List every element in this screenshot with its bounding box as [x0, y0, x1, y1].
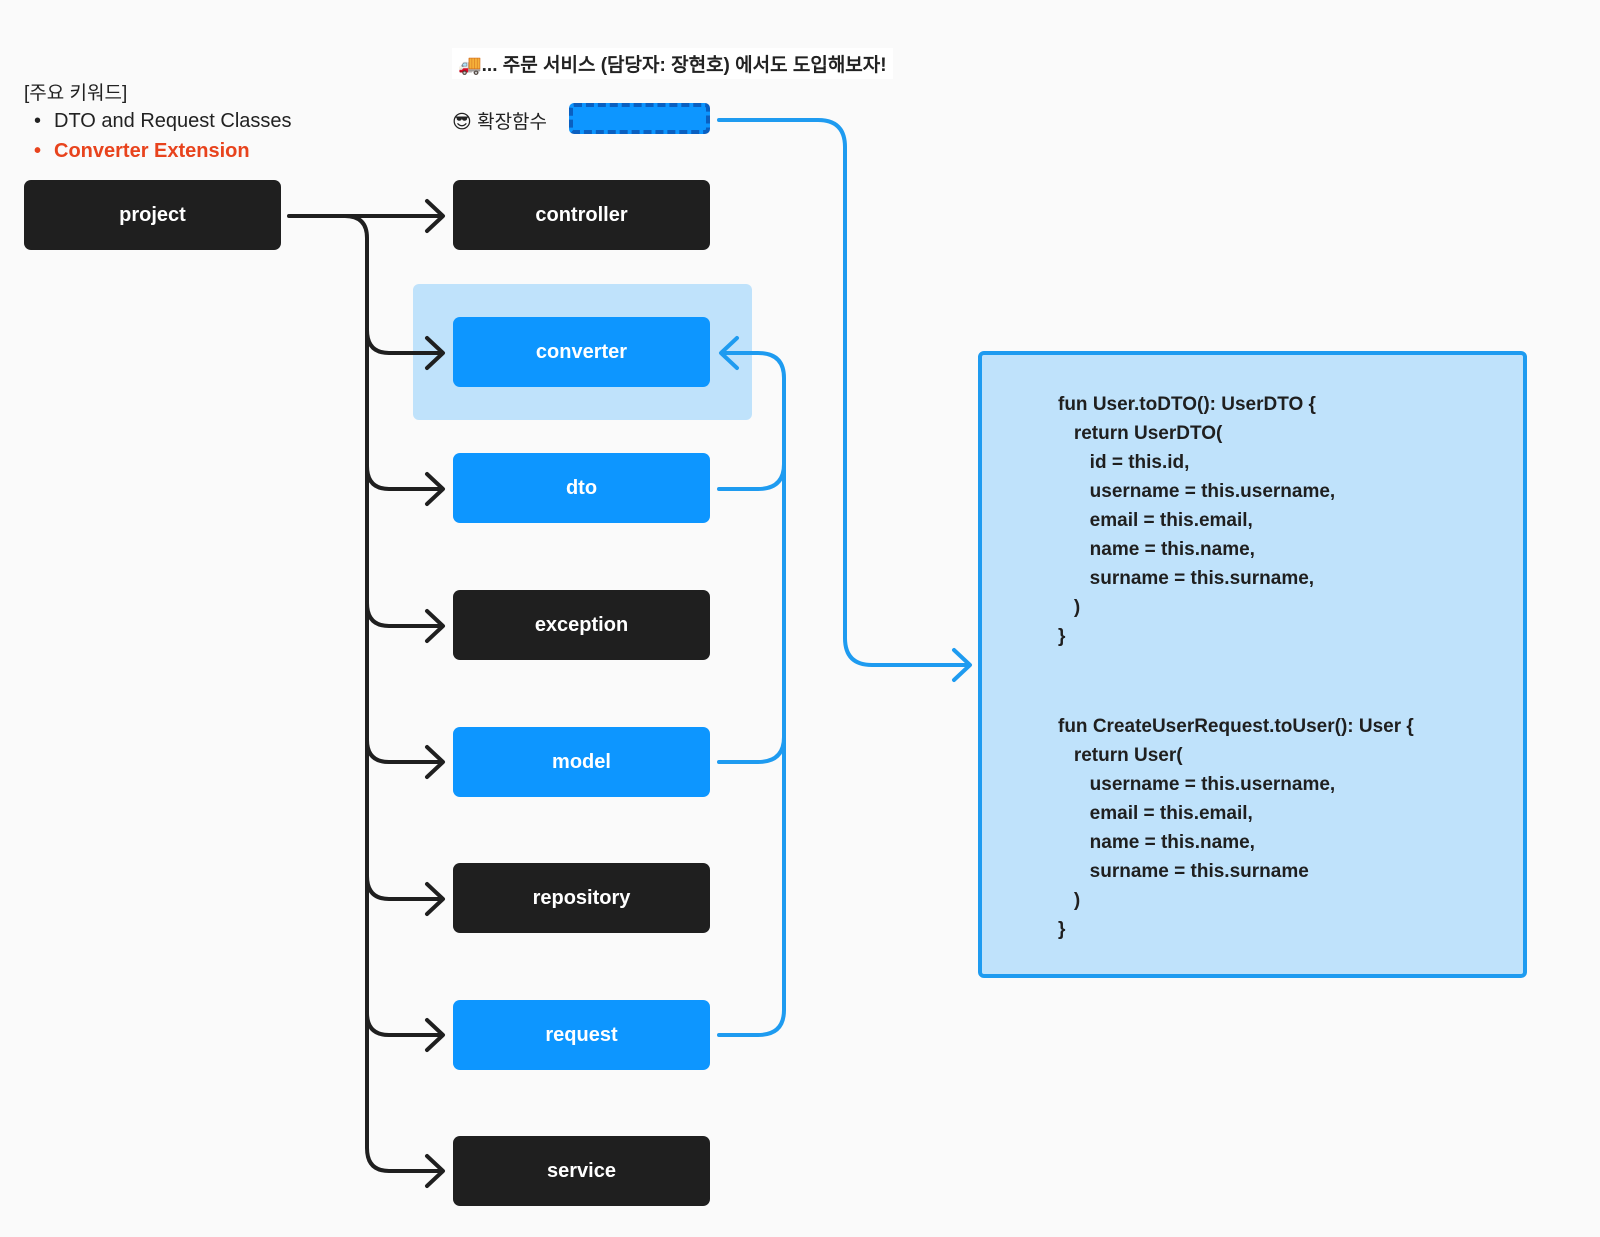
- package-node-label: controller: [535, 203, 628, 226]
- project-trunk-line: [287, 214, 444, 1173]
- branch-exception: [365, 601, 444, 628]
- branch-model: [365, 738, 444, 764]
- code-line: return UserDTO(: [1058, 423, 1223, 444]
- code-line: email = this.email,: [1058, 803, 1253, 824]
- extension-function-box: [569, 103, 710, 134]
- arrowhead-into-code-panel: [952, 648, 972, 682]
- keyword-list: DTO and Request Classes Converter Extens…: [34, 106, 292, 166]
- arrowhead-request: [425, 1018, 445, 1052]
- code-panel: fun User.toDTO(): UserDTO { return UserD…: [978, 351, 1527, 978]
- code-line: surname = this.surname,: [1058, 568, 1315, 589]
- code-line: id = this.id,: [1058, 452, 1190, 473]
- branch-request: [365, 1011, 444, 1037]
- arrowhead-repository: [425, 882, 445, 916]
- package-node-exception: exception: [453, 590, 710, 660]
- extension-function-label: 😎 확장함수: [452, 112, 548, 133]
- package-node-label: request: [545, 1023, 618, 1046]
- arrowhead-controller: [425, 199, 445, 233]
- arrowhead-model: [425, 745, 445, 779]
- announcement-text: 🚚... 주문 서비스 (담당자: 장현호) 에서도 도입해보자!: [452, 48, 893, 79]
- arrowhead-dto: [425, 472, 445, 506]
- branch-repository: [365, 874, 444, 901]
- package-node-label: model: [552, 750, 611, 773]
- code-line: username = this.username,: [1058, 774, 1336, 795]
- package-node-repository: repository: [453, 863, 710, 933]
- arrowhead-exception: [425, 609, 445, 643]
- project-node: project: [24, 180, 281, 250]
- package-node-label: exception: [534, 613, 629, 636]
- code-line: name = this.name,: [1058, 539, 1255, 560]
- arrowhead-converter: [425, 336, 445, 370]
- code-line: surname = this.surname: [1058, 861, 1309, 882]
- code-line: }: [1058, 626, 1066, 647]
- dto-feed-line: [717, 462, 786, 491]
- code-line: name = this.name,: [1058, 832, 1255, 853]
- package-node-converter: converter: [453, 317, 710, 387]
- code-line: ): [1058, 597, 1081, 618]
- branch-converter: [365, 328, 444, 355]
- arrowhead-service: [425, 1154, 445, 1188]
- converter-feed-trunk: [717, 351, 786, 1037]
- keyword-item-converter: Converter Extension: [34, 136, 292, 166]
- package-node-model: model: [453, 727, 710, 797]
- package-node-label: repository: [532, 886, 631, 909]
- code-line: ): [1058, 890, 1081, 911]
- extension-to-code-line: [717, 118, 970, 667]
- package-node-label: converter: [535, 340, 628, 363]
- package-node-label: dto: [565, 476, 598, 499]
- code-line: fun CreateUserRequest.toUser(): User {: [1058, 716, 1414, 737]
- code-line: return User(: [1058, 745, 1183, 766]
- code-line: fun User.toDTO(): UserDTO {: [1058, 394, 1316, 415]
- code-line: }: [1058, 919, 1066, 940]
- model-feed-line: [717, 735, 786, 764]
- code-line: email = this.email,: [1058, 510, 1253, 531]
- project-node-label: project: [119, 203, 186, 226]
- code-line: username = this.username,: [1058, 481, 1336, 502]
- package-node-service: service: [453, 1136, 710, 1206]
- package-node-request: request: [453, 1000, 710, 1070]
- package-node-dto: dto: [453, 453, 710, 523]
- package-node-label: service: [547, 1159, 616, 1182]
- keywords-title: [주요 키워드]: [24, 83, 128, 104]
- arrowhead-into-converter: [719, 336, 739, 370]
- keyword-item-dto: DTO and Request Classes: [34, 106, 292, 136]
- branch-dto: [365, 464, 444, 491]
- package-node-controller: controller: [453, 180, 710, 250]
